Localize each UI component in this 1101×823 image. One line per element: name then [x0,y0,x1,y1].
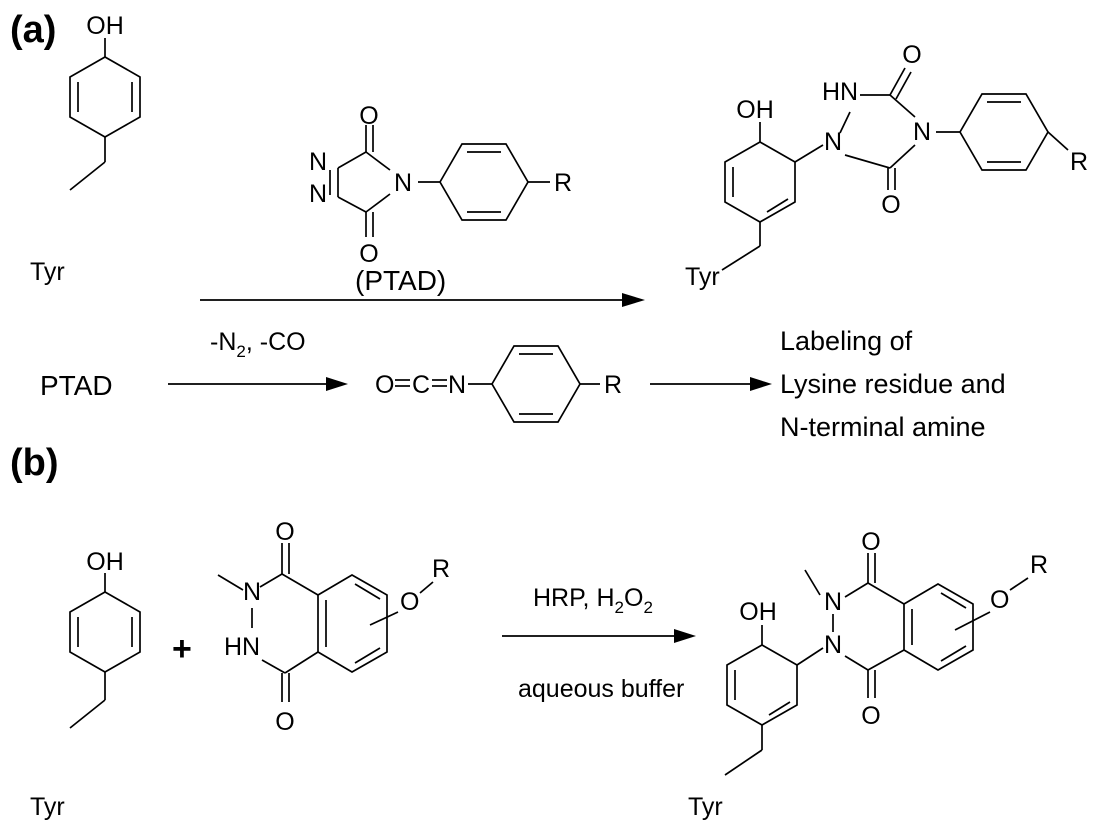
reaction-arrow-decomposition [168,377,348,391]
svg-text:OH: OH [736,96,774,124]
isocyanate-intermediate: O C N R [375,345,622,423]
svg-text:N: N [824,631,842,659]
svg-text:O: O [275,518,294,546]
svg-text:N: N [309,180,327,208]
hrp-conditions: HRP, H2O2 [533,584,653,617]
ptad-tyrosine-product: OH Tyr N HN O N O R [685,41,1088,291]
svg-text:N: N [394,169,412,197]
svg-text:HN: HN [822,78,858,106]
tyrosine-reactant-b: OH Tyr [30,548,141,821]
svg-text:O: O [902,41,921,69]
svg-text:R: R [1070,148,1088,176]
svg-text:N: N [309,148,327,176]
luminol-tyrosine-product: OH Tyr N N O O O R [688,528,1048,821]
svg-text:OH: OH [739,598,777,626]
svg-text:O: O [375,371,394,399]
svg-text:O: O [861,702,880,730]
svg-text:N: N [913,118,931,146]
svg-text:HRP, H2O2: HRP, H2O2 [533,584,653,617]
ptad-reagent: O O N N N R (PTAD) [309,102,572,296]
svg-text:C: C [412,371,430,399]
reaction-arrow-a [200,293,645,307]
phthalazinedione-reagent: N O HN O O R [217,518,450,736]
tyrosine-reactant-a: OH Tyr [30,12,141,286]
svg-text:O: O [359,102,378,130]
panel-label-a: (a) [10,9,56,51]
ptad-label: (PTAD) [355,265,446,296]
svg-text:Tyr: Tyr [685,263,720,291]
svg-text:R: R [554,169,572,197]
reaction-arrow-b [502,629,696,643]
labeling-note-line-3: N-terminal amine [780,412,986,442]
svg-text:N: N [448,371,466,399]
labeling-note-line-2: Lysine residue and [780,369,1006,399]
svg-text:R: R [1030,551,1048,579]
ptad-reactant-label: PTAD [40,370,113,401]
svg-text:OH: OH [86,548,124,576]
svg-text:O: O [359,240,378,268]
svg-text:N: N [243,578,261,606]
tyr-label: Tyr [30,258,65,286]
labeling-note-line-1: Labeling of [780,326,913,356]
svg-text:Tyr: Tyr [30,793,65,821]
svg-text:O: O [275,708,294,736]
svg-text:O: O [881,191,900,219]
panel-label-b: (b) [10,442,59,484]
svg-text:O: O [861,528,880,556]
svg-text:R: R [604,371,622,399]
svg-text:N: N [824,588,842,616]
hydroxyl-label: OH [86,12,124,40]
svg-text:R: R [432,555,450,583]
svg-text:-N2, -CO: -N2, -CO [210,328,306,361]
svg-text:O: O [400,588,419,616]
svg-text:HN: HN [224,633,260,661]
svg-text:N: N [824,128,842,156]
svg-text:O: O [990,586,1009,614]
buffer-condition: aqueous buffer [518,675,684,703]
plus-sign: + [172,630,192,668]
svg-text:Tyr: Tyr [688,793,723,821]
reaction-arrow-labeling [650,377,772,391]
decomposition-conditions: -N2, -CO [210,328,306,361]
